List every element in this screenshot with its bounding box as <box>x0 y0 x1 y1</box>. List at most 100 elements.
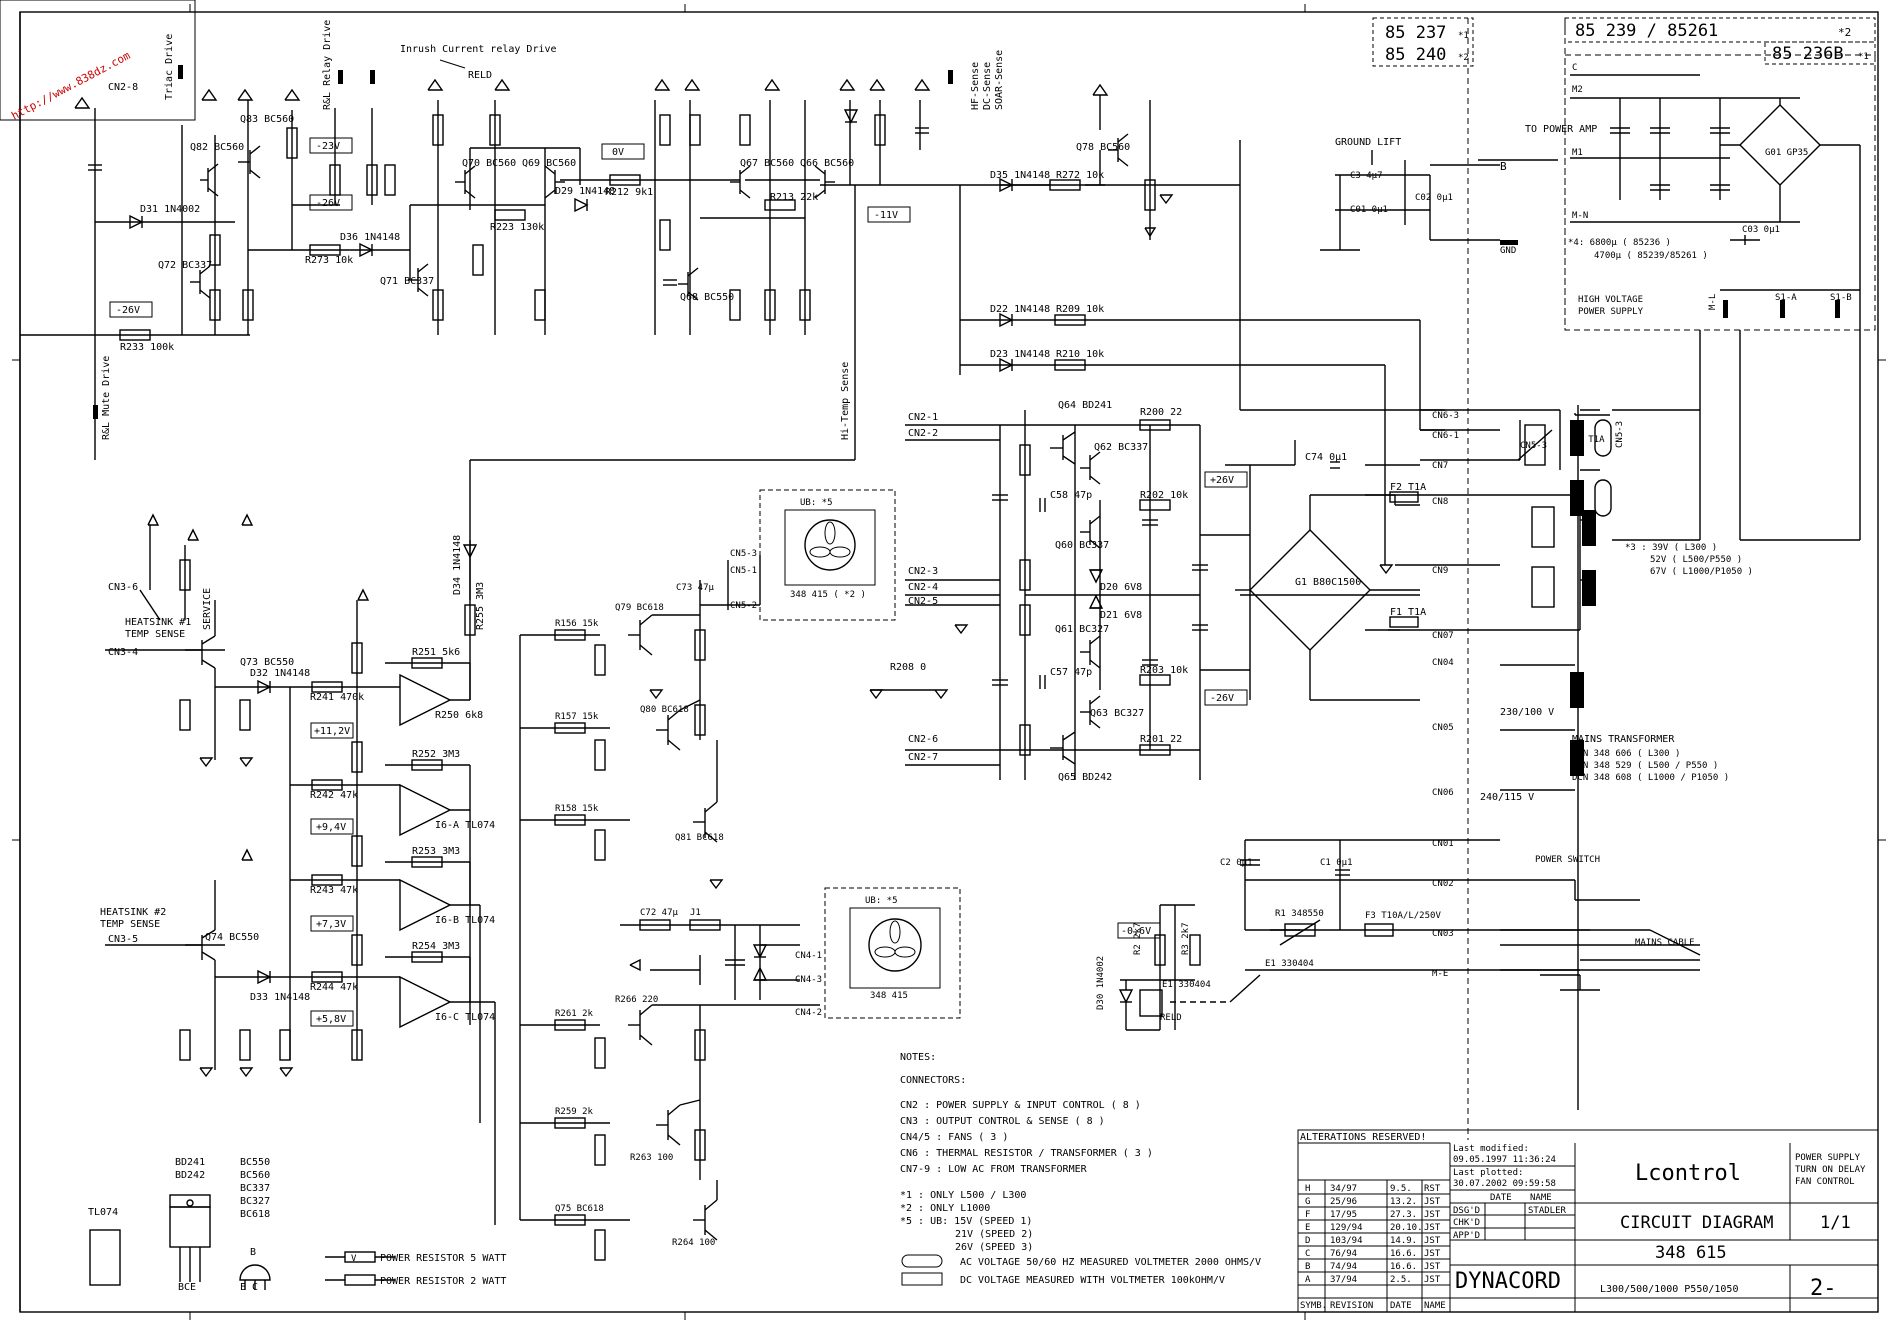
svg-text:R201 22: R201 22 <box>1140 734 1182 745</box>
svg-text:GND: GND <box>1500 246 1516 256</box>
svg-text:Q83 BC560: Q83 BC560 <box>240 114 294 125</box>
svg-text:-26V: -26V <box>316 198 340 209</box>
svg-text:Q63 BC327: Q63 BC327 <box>1090 708 1144 719</box>
svg-text:R242 47k: R242 47k <box>310 790 358 801</box>
svg-text:R208 0: R208 0 <box>890 662 926 673</box>
revision-cell: JST <box>1424 1223 1441 1233</box>
svg-text:CN2-1: CN2-1 <box>908 412 938 423</box>
variant-85236b: 85 236B <box>1772 44 1844 64</box>
svg-text:R1 348550: R1 348550 <box>1275 909 1324 919</box>
title-block: ALTERATIONS RESERVED! Last modified: 09.… <box>1297 1129 1879 1313</box>
svg-text:R273 10k: R273 10k <box>305 255 353 266</box>
svg-text:NAME: NAME <box>1424 1301 1446 1311</box>
svg-text:R272 10k: R272 10k <box>1056 170 1104 181</box>
svg-text:Q73 BC550: Q73 BC550 <box>240 657 294 668</box>
revision-cell: RST <box>1424 1184 1441 1194</box>
svg-text:*1: *1 <box>1458 31 1469 41</box>
revision-cell: 16.6. <box>1390 1262 1417 1272</box>
svg-text:POWER RESISTOR 5 WATT: POWER RESISTOR 5 WATT <box>380 1253 506 1264</box>
svg-text:CN7-9 : LOW AC FROM TRANSFORME: CN7-9 : LOW AC FROM TRANSFORMER <box>900 1164 1088 1175</box>
svg-text:R264 100: R264 100 <box>672 1238 715 1248</box>
svg-text:DC VOLTAGE MEASURED WITH VOLTM: DC VOLTAGE MEASURED WITH VOLTMETER 100kO… <box>960 1275 1225 1286</box>
svg-text:DCN 348 529 ( L500 / P550 ): DCN 348 529 ( L500 / P550 ) <box>1572 761 1718 771</box>
svg-text:NAME: NAME <box>1530 1193 1552 1203</box>
svg-text:Last modified:: Last modified: <box>1453 1144 1529 1154</box>
svg-text:-26V: -26V <box>116 305 140 316</box>
revision-cell: 76/94 <box>1330 1249 1357 1259</box>
svg-text:R233 100k: R233 100k <box>120 342 174 353</box>
svg-text:R266 220: R266 220 <box>615 995 658 1005</box>
svg-text:Q67 BC560: Q67 BC560 <box>740 158 794 169</box>
svg-text:B: B <box>1500 160 1507 173</box>
svg-text:D29 1N4148: D29 1N4148 <box>555 186 615 197</box>
svg-text:D36 1N4148: D36 1N4148 <box>340 232 400 243</box>
svg-text:CN3-4: CN3-4 <box>108 647 138 658</box>
svg-text:TL074: TL074 <box>88 1207 118 1218</box>
svg-text:0V: 0V <box>612 147 624 158</box>
svg-text:CN5-1: CN5-1 <box>730 566 757 576</box>
relay-driver: E1 330404 RELD D30 1N4002 R2 2k7 R3 2k7 <box>1096 904 1261 1031</box>
revision-cell: JST <box>1424 1236 1441 1246</box>
svg-text:BD241: BD241 <box>175 1157 205 1168</box>
svg-text:-0,6V: -0,6V <box>1121 926 1151 937</box>
svg-text:*3 : 39V ( L300 ): *3 : 39V ( L300 ) <box>1625 543 1717 553</box>
svg-text:CONNECTORS:: CONNECTORS: <box>900 1075 966 1086</box>
svg-text:+26V: +26V <box>1210 475 1234 486</box>
svg-text:NOTES:: NOTES: <box>900 1052 936 1063</box>
revision-cell: 27.3. <box>1390 1210 1417 1220</box>
svg-text:HEATSINK #1: HEATSINK #1 <box>125 617 191 628</box>
revision-cell: 20.10. <box>1390 1223 1423 1233</box>
svg-text:CN6 : THERMAL RESISTOR / TRANS: CN6 : THERMAL RESISTOR / TRANSFORMER ( 3… <box>900 1148 1153 1159</box>
svg-text:E C: E C <box>240 1282 258 1293</box>
svg-text:R157 15k: R157 15k <box>555 712 599 722</box>
svg-text:GROUND LIFT: GROUND LIFT <box>1335 137 1401 148</box>
svg-text:CN2-3: CN2-3 <box>908 566 938 577</box>
svg-text:C: C <box>1572 63 1577 73</box>
hv-power-supply: C M2 M1 M-N *4: 6800µ ( 85236 ) 4700µ ( … <box>1568 63 1861 318</box>
revision-cell: G <box>1305 1197 1310 1207</box>
svg-text:R223 130k: R223 130k <box>490 222 544 233</box>
hitemp-label: Hi-Temp Sense <box>840 362 851 440</box>
svg-text:BC550: BC550 <box>240 1157 270 1168</box>
svg-text:240/115 V: 240/115 V <box>1480 792 1534 803</box>
svg-text:APP'D: APP'D <box>1453 1231 1480 1241</box>
dc-sense-label: DC-Sense <box>982 62 993 110</box>
svg-text:MAINS CABLE: MAINS CABLE <box>1635 938 1695 948</box>
svg-text:R209 10k: R209 10k <box>1056 304 1104 315</box>
svg-text:C02 0µ1: C02 0µ1 <box>1415 193 1453 203</box>
svg-text:M2: M2 <box>1572 85 1583 95</box>
svg-text:R259 2k: R259 2k <box>555 1107 594 1117</box>
svg-text:Q71 BC337: Q71 BC337 <box>380 276 434 287</box>
svg-text:CN9: CN9 <box>1432 566 1448 576</box>
svg-text:F1 T1A: F1 T1A <box>1390 607 1426 618</box>
svg-text:D30 1N4002: D30 1N4002 <box>1096 956 1106 1010</box>
svg-text:R202 10k: R202 10k <box>1140 490 1188 501</box>
doc-number: 348 615 <box>1655 1243 1727 1263</box>
svg-text:Q68 BC550: Q68 BC550 <box>680 292 734 303</box>
svg-text:2-: 2- <box>1810 1276 1837 1301</box>
svg-text:4700µ ( 85239/85261 ): 4700µ ( 85239/85261 ) <box>1594 251 1708 261</box>
relay-drive-label: R&L Relay Drive <box>322 20 333 110</box>
svg-text:R200 22: R200 22 <box>1140 407 1182 418</box>
top-components <box>74 65 1157 419</box>
svg-text:DCN 348 608 ( L1000 / P1050 ): DCN 348 608 ( L1000 / P1050 ) <box>1572 773 1729 783</box>
svg-text:Q61 BC327: Q61 BC327 <box>1055 624 1109 635</box>
svg-text:52V ( L500/P550 ): 52V ( L500/P550 ) <box>1650 555 1742 565</box>
svg-text:CN2 : POWER SUPPLY & INPUT CON: CN2 : POWER SUPPLY & INPUT CONTROL ( 8 ) <box>900 1100 1141 1111</box>
svg-text:Q64 BD241: Q64 BD241 <box>1058 400 1112 411</box>
svg-text:CN4/5 : FANS ( 3 ): CN4/5 : FANS ( 3 ) <box>900 1132 1008 1143</box>
svg-text:POWER SWITCH: POWER SWITCH <box>1535 855 1600 865</box>
svg-text:FAN CONTROL: FAN CONTROL <box>1795 1177 1855 1187</box>
revision-cell: E <box>1305 1223 1310 1233</box>
svg-text:Q72 BC337: Q72 BC337 <box>158 260 212 271</box>
fan-1-box <box>759 489 896 621</box>
doc-type: CIRCUIT DIAGRAM <box>1620 1213 1774 1233</box>
svg-text:MAINS TRANSFORMER: MAINS TRANSFORMER <box>1572 734 1675 745</box>
revision-cell: 2.5. <box>1390 1275 1412 1285</box>
revision-cell: 37/94 <box>1330 1275 1357 1285</box>
svg-text:R244 47k: R244 47k <box>310 982 358 993</box>
svg-text:CN2-8: CN2-8 <box>108 82 138 93</box>
revision-cell: A <box>1305 1275 1311 1285</box>
regulator: CN2-1 CN2-2 CN2-3 CN2-4 CN2-5 CN2-6 CN2-… <box>870 400 1426 783</box>
